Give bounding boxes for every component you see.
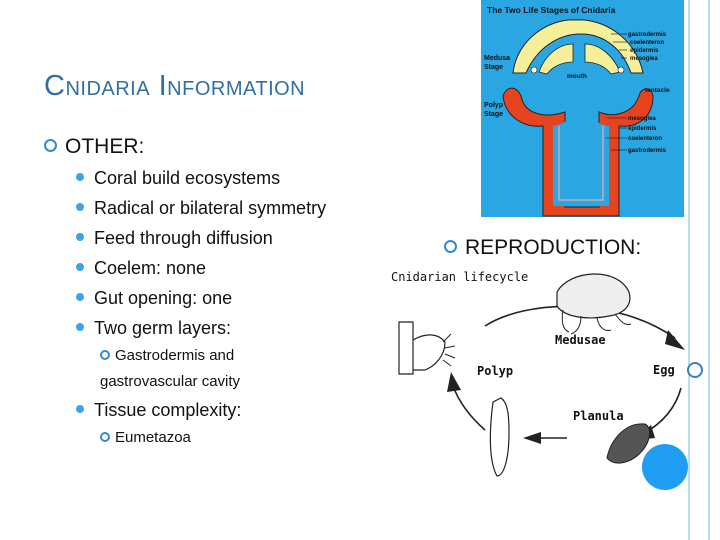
bullet-text: Gut opening: one: [94, 288, 233, 308]
medusae-label: Medusae: [555, 333, 606, 347]
medusa-inner-left: [538, 43, 574, 75]
germ-sub-bullet: Gastrodermis and: [100, 347, 234, 364]
bullet-text: Radical or bilateral symmetry: [94, 198, 327, 218]
polyp-label-line1: Polyp: [484, 102, 503, 109]
tissue-sub-bullet: Eumetazoa: [100, 429, 191, 446]
dot-bullet-icon: [76, 233, 84, 242]
side-rail-left: [688, 0, 690, 540]
bullet-text: Coral build ecosystems: [94, 168, 281, 188]
ring-bullet-icon: [100, 432, 110, 443]
reproduction-heading: REPRODUCTION:: [444, 236, 641, 260]
top-label-coelenteron: coelenteron: [630, 40, 664, 46]
medusa-inner-right: [584, 43, 621, 75]
polyp-cavity: [553, 112, 609, 206]
medusa-tentacle-bulb: [530, 66, 538, 74]
tentacle-label: tentacle: [645, 87, 670, 94]
bullet-text: Eumetazoa: [115, 429, 191, 446]
medusa-tentacle-bulb: [617, 66, 625, 74]
arrowhead-icon: [665, 330, 685, 350]
lifecycle-diagram: Cnidarian lifecycle Medusae Egg Planula …: [391, 270, 685, 477]
medusa-label-line2: Stage: [484, 64, 503, 71]
bottom-label-gastrodermis: gastrodermis: [628, 148, 667, 154]
dot-bullet-icon: [76, 293, 84, 302]
polyp-label-line2: Stage: [484, 111, 503, 118]
planula-label: Planula: [573, 409, 624, 423]
bottom-label-coelenteron: coelenteron: [628, 136, 662, 142]
medusa-tentacles: [561, 309, 632, 335]
dot-bullet-icon: [76, 173, 84, 182]
bullet-symmetry: Radical or bilateral symmetry: [76, 198, 326, 219]
egg-label: Egg: [653, 363, 675, 377]
planula-sketch: [606, 423, 651, 464]
ring-bullet-icon: [444, 239, 457, 253]
polyp-label: Polyp: [477, 364, 513, 378]
circle-decoration: [642, 444, 688, 490]
life-stages-diagram: The Two Life Stages of Cnidaria Medusa S…: [481, 0, 684, 217]
medusa-bell: [512, 19, 644, 74]
polyp-tentacles: [442, 333, 456, 367]
arrowhead-icon: [523, 432, 541, 444]
top-label-epidermis: epidermis: [630, 48, 659, 54]
medusa-label-line1: Medusa: [484, 55, 510, 62]
other-heading-text: OTHER:: [65, 135, 145, 158]
reproduction-heading-text: REPRODUCTION:: [465, 236, 642, 259]
polyp-sketch-right: [489, 397, 510, 477]
slide-title: Cnidaria Information: [44, 70, 306, 102]
polyp-body: [502, 87, 654, 217]
dot-bullet-icon: [76, 203, 84, 212]
bullet-coelem: Coelem: none: [76, 258, 206, 279]
bullet-germ: Two germ layers:: [76, 318, 231, 339]
bullet-feed: Feed through diffusion: [76, 228, 273, 249]
dot-bullet-icon: [76, 405, 84, 414]
top-label-mesoglea: mesoglea: [630, 56, 658, 62]
bullet-text: Coelem: none: [94, 258, 207, 278]
bullet-tissue: Tissue complexity:: [76, 400, 241, 421]
lifecycle-title: Cnidarian lifecycle: [391, 270, 528, 284]
bullet-gut: Gut opening: one: [76, 288, 232, 309]
bullet-coral: Coral build ecosystems: [76, 168, 280, 189]
medusa-sketch: [556, 273, 631, 319]
bottom-label-epidermis: epidermis: [628, 126, 657, 132]
bullet-text: Two germ layers:: [94, 318, 232, 338]
side-rail-right: [708, 0, 710, 540]
polyp-inner-line: [558, 126, 604, 201]
germ-sub-continuation: gastrovascular cavity: [100, 373, 241, 390]
dot-bullet-icon: [76, 323, 84, 332]
dot-bullet-icon: [76, 263, 84, 272]
bullet-text: Gastrodermis and: [115, 347, 235, 364]
ring-bullet-icon: [100, 350, 110, 361]
mouth-label: mouth: [567, 73, 587, 80]
polyp-sketch-left: [398, 321, 446, 375]
other-heading: OTHER:: [44, 135, 144, 159]
ring-bullet-icon: [44, 138, 57, 152]
ring-decoration: [687, 362, 703, 378]
bullet-text: Tissue complexity:: [94, 400, 242, 420]
bullet-text: Feed through diffusion: [94, 228, 273, 248]
arrowhead-icon: [447, 372, 461, 392]
cycle-arrow-left: [452, 385, 486, 431]
top-label-gastrodermis: gastrodermis: [628, 32, 667, 38]
diagram-title: The Two Life Stages of Cnidaria: [487, 5, 616, 15]
bottom-label-mesoglea: mesoglea: [628, 116, 656, 122]
